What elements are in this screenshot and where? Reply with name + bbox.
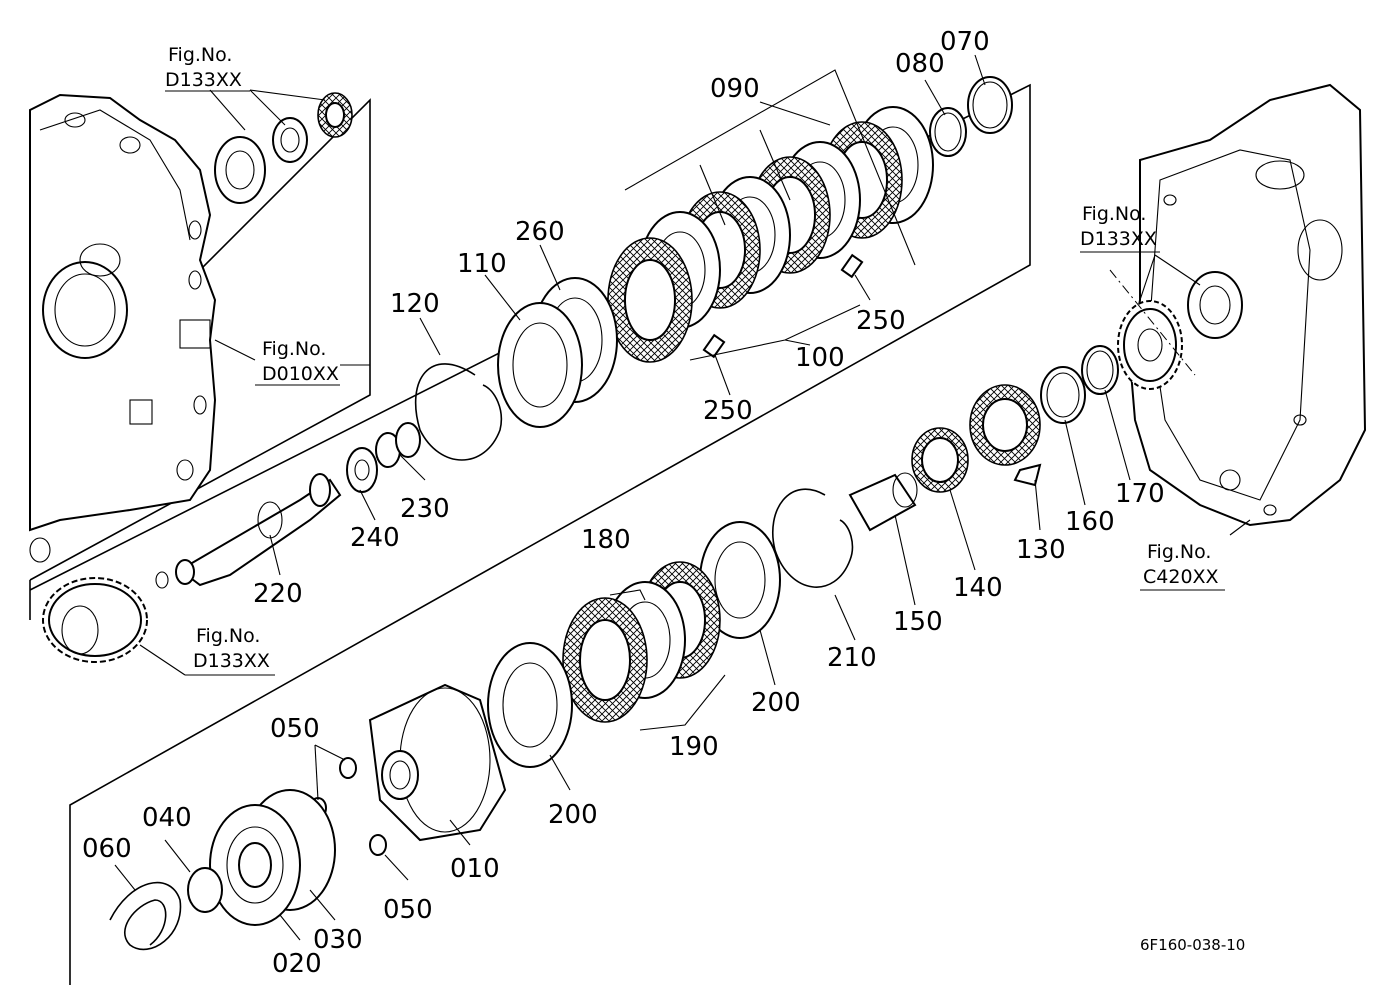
snap-ring-120 (414, 363, 502, 461)
fig-ref-d133-top-left: D133XX (165, 69, 242, 91)
part-label-220: 220 (253, 579, 303, 609)
part-label-180: 180 (581, 525, 631, 555)
part-label-150: 150 (893, 607, 943, 637)
bearing-stack-130-170 (848, 345, 1119, 532)
fig-prefix-label: Fig.No. (196, 625, 260, 647)
part-label-030: 030 (313, 925, 363, 955)
shaft-220-group (155, 422, 421, 589)
part-label-060: 060 (82, 834, 132, 864)
fig-ref-d133-right: D133XX (1080, 228, 1157, 250)
part-label-070: 070 (940, 27, 990, 57)
part-label-100: 100 (795, 343, 845, 373)
part-label-250-left: 250 (703, 396, 753, 426)
transmission-housing-right (1128, 83, 1367, 527)
fig-ref-top-left: Fig.No. D133XX (165, 44, 250, 92)
part-label-110: 110 (457, 249, 507, 279)
part-label-010: 010 (450, 854, 500, 884)
part-label-240: 240 (350, 523, 400, 553)
part-label-200-upper: 200 (751, 688, 801, 718)
clutch-drum-010 (368, 683, 507, 842)
part-label-260: 260 (515, 217, 565, 247)
fig-ref-d010: Fig.No. D010XX (255, 338, 340, 386)
part-label-050-bottom: 050 (383, 895, 433, 925)
snap-rings-070-080 (929, 76, 1013, 157)
piston-hub-020-030 (209, 789, 336, 926)
part-label-140: 140 (953, 573, 1003, 603)
transmission-housing-left (29, 93, 217, 563)
part-label-080: 080 (895, 49, 945, 79)
fig-ref-gear: Fig.No. D133XX (185, 625, 275, 676)
clutch-plate-stack-upper (497, 69, 934, 428)
part-label-190: 190 (669, 732, 719, 762)
part-label-210: 210 (827, 643, 877, 673)
part-label-230: 230 (400, 494, 450, 524)
clutch-plate-stack-lower (487, 521, 781, 768)
fig-prefix-label: Fig.No. (1147, 541, 1211, 563)
part-label-020: 020 (272, 949, 322, 979)
part-label-130: 130 (1016, 535, 1066, 565)
part-label-160: 160 (1065, 507, 1115, 537)
fig-ref-c420: Fig.No. C420XX (1140, 541, 1225, 591)
fig-ref-d133-gear: D133XX (193, 650, 270, 672)
bearing-group-top-left (209, 89, 353, 204)
part-label-250-right: 250 (856, 306, 906, 336)
part-label-040: 040 (142, 803, 192, 833)
leader-lines (114, 54, 1251, 941)
part-label-200-lower: 200 (548, 800, 598, 830)
fig-prefix-label: Fig.No. (168, 44, 232, 66)
fig-ref-d010: D010XX (262, 363, 339, 385)
part-label-120: 120 (390, 289, 440, 319)
part-number-labels: 070 080 090 260 110 120 250 100 250 230 … (82, 27, 1165, 979)
snap-ring-210 (772, 488, 854, 588)
gear-lower-left (42, 577, 186, 676)
part-label-090: 090 (710, 74, 760, 104)
fig-prefix-label: Fig.No. (262, 338, 326, 360)
fig-prefix-label: Fig.No. (1082, 203, 1146, 225)
drawing-code: 6F160-038-10 (1140, 936, 1245, 954)
fig-ref-right: Fig.No. D133XX (1080, 203, 1160, 253)
part-label-170: 170 (1115, 479, 1165, 509)
oring-040-spring-060 (109, 867, 223, 951)
fig-ref-c420: C420XX (1143, 566, 1219, 588)
part-label-050-top: 050 (270, 714, 320, 744)
bearing-gear-group-right (1109, 254, 1243, 390)
